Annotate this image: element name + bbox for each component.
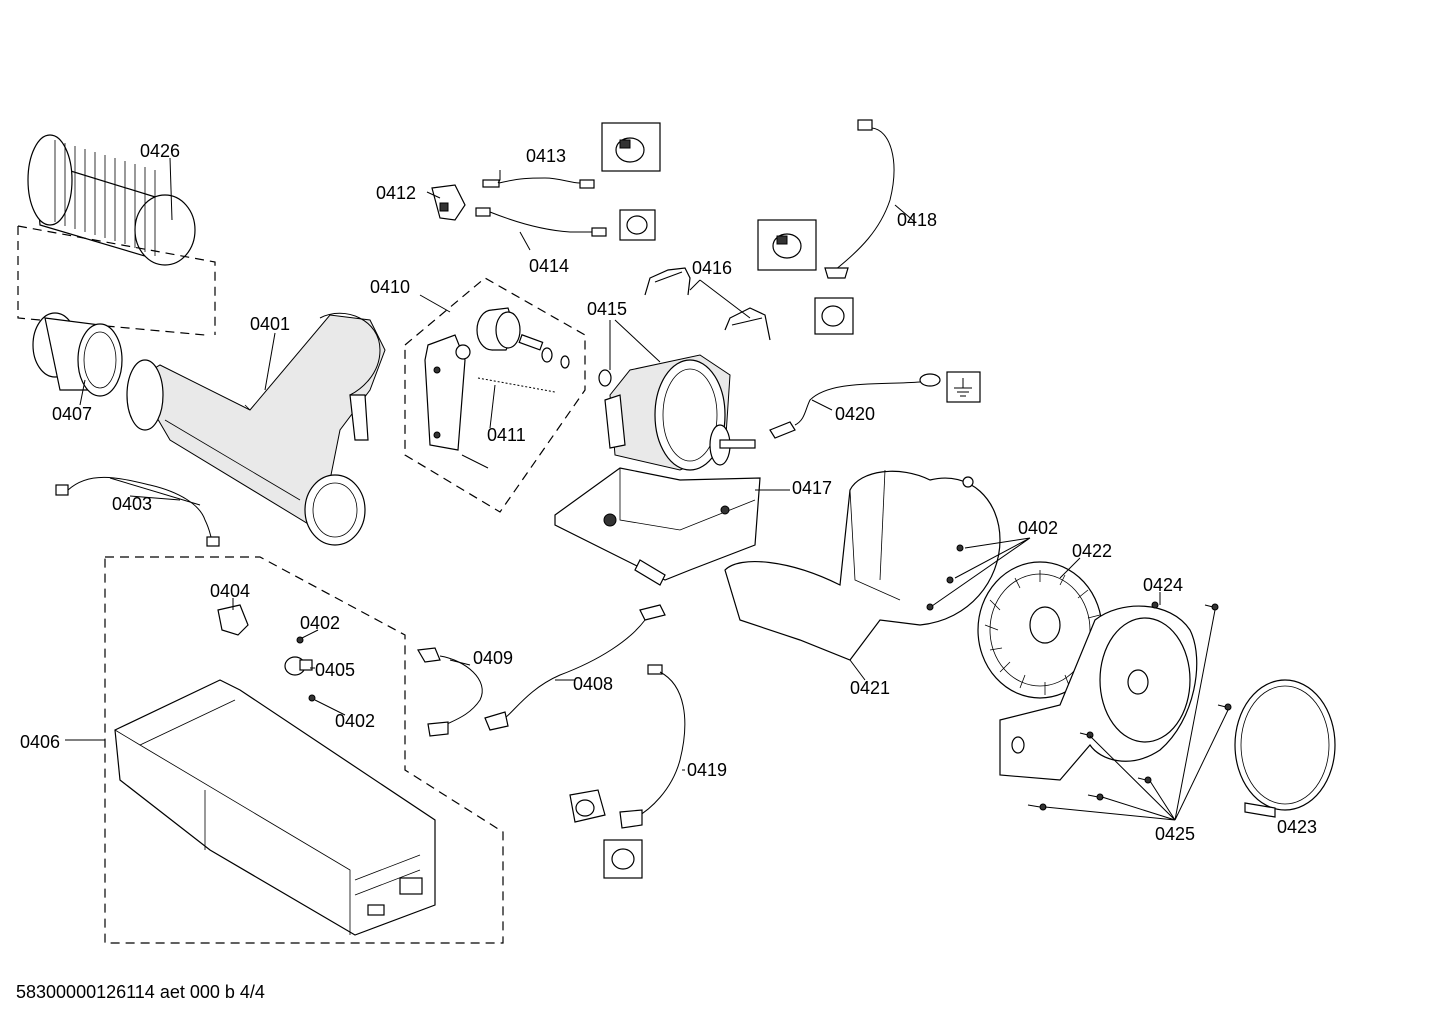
connector-box-0413: [601, 122, 661, 172]
small-screws-0402: [296, 636, 316, 702]
label-0423: 0423: [1277, 817, 1317, 837]
motor-clips: [644, 267, 771, 341]
label-0417: 0417: [792, 478, 832, 498]
connector-plug-icon: [615, 137, 645, 163]
wire-0409: [417, 647, 483, 737]
seal-gasket-ring: [1234, 679, 1336, 818]
document-id: 58300000126114 aet 000 b 4/4: [16, 982, 265, 1002]
ground-wire: [769, 373, 941, 439]
wire-0414: [475, 207, 607, 237]
ground-symbol-icon: [954, 378, 972, 397]
connector-plug-0418b: [814, 297, 854, 335]
label-0408: 0408: [573, 674, 613, 694]
label-0422: 0422: [1072, 541, 1112, 561]
label-0402-b: 0402: [300, 613, 340, 633]
motor-bracket: [554, 467, 761, 586]
label-0419: 0419: [687, 760, 727, 780]
label-0403: 0403: [112, 494, 152, 514]
heater-housing: [114, 679, 436, 936]
connector-plug-icon: [772, 233, 802, 259]
fan-impeller: [977, 561, 1103, 699]
duct-dash-frame: [17, 225, 216, 336]
air-duct-housing: [126, 312, 386, 546]
tensioner-spring: [477, 377, 556, 393]
tensioner-arm: [424, 334, 471, 451]
connector-plug-0414: [619, 209, 656, 241]
label-0424: 0424: [1143, 575, 1183, 595]
label-0416: 0416: [692, 258, 732, 278]
label-0418: 0418: [897, 210, 937, 230]
label-0407: 0407: [52, 404, 92, 424]
label-0415: 0415: [587, 299, 627, 319]
thermostat-0405: [284, 656, 313, 676]
label-0409: 0409: [473, 648, 513, 668]
flexible-duct-hose: [27, 134, 196, 266]
part-labels: 0426 0413 0412 0414 0418 0410 0416 0401 …: [20, 141, 1317, 844]
label-0401: 0401: [250, 314, 290, 334]
label-0405: 0405: [315, 660, 355, 680]
connector-box-0418: [757, 219, 817, 271]
sensor-wire-harness: [55, 476, 220, 547]
fan-cover-plate: [999, 601, 1198, 781]
tensioner-pulley: [476, 307, 570, 369]
fan-housing: [724, 469, 1001, 661]
label-0406: 0406: [20, 732, 60, 752]
label-0411: 0411: [487, 425, 526, 445]
ground-symbol-box: [946, 371, 981, 403]
label-0410: 0410: [370, 277, 410, 297]
thermostat-bracket: [431, 184, 466, 221]
wire-0418: [824, 119, 895, 279]
motor-assembly: [598, 354, 756, 471]
label-0421: 0421: [850, 678, 890, 698]
duct-adapter-ring: [32, 312, 123, 397]
connector-plug-0419a: [569, 789, 606, 823]
label-0413: 0413: [526, 146, 566, 166]
leader-lines: [65, 157, 1229, 821]
tensioner-dash-frame: [404, 277, 586, 513]
wire-0408: [484, 604, 666, 731]
label-0414: 0414: [529, 256, 569, 276]
screws-0425: [1027, 603, 1232, 811]
label-0425: 0425: [1155, 824, 1195, 844]
label-0420: 0420: [835, 404, 875, 424]
heater-dash-frame: [104, 556, 504, 944]
label-0412: 0412: [376, 183, 416, 203]
label-0404: 0404: [210, 581, 250, 601]
tensioner-pin: [461, 454, 489, 469]
label-0402-c: 0402: [335, 711, 375, 731]
connector-box-0419: [603, 839, 643, 879]
label-0426: 0426: [140, 141, 180, 161]
label-0402-a: 0402: [1018, 518, 1058, 538]
wire-0413: [482, 177, 595, 189]
thermostat-0404: [217, 604, 249, 636]
wire-0419: [619, 664, 686, 829]
